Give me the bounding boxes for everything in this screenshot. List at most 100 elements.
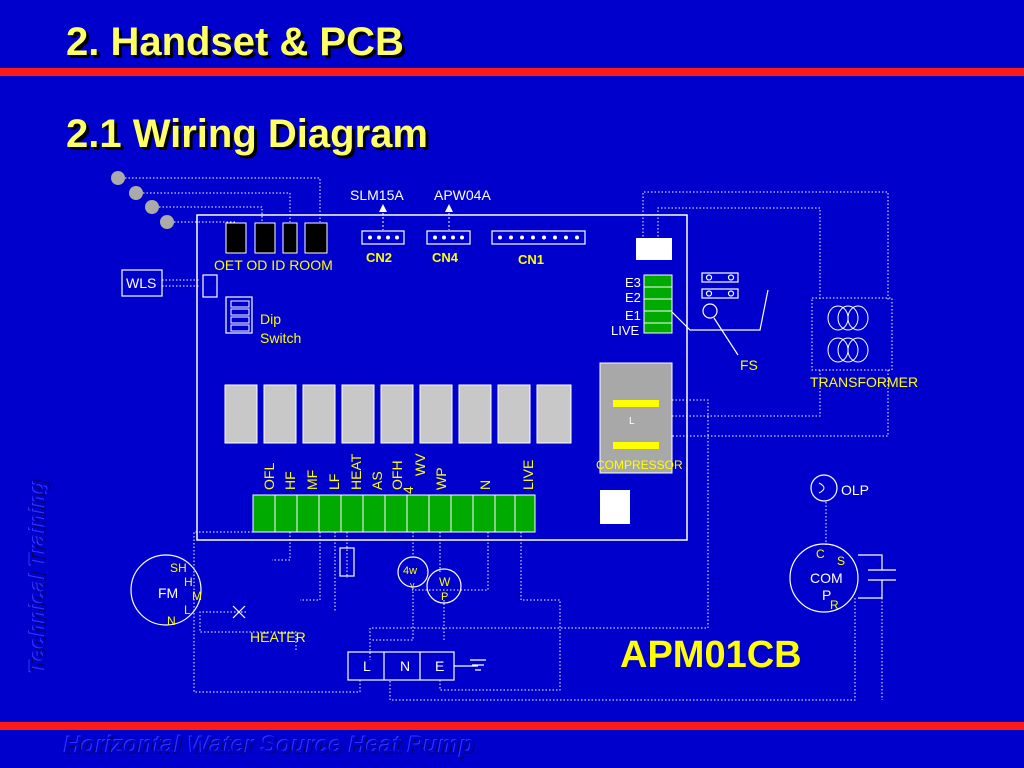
slm15a-label: SLM15A [350, 187, 404, 203]
terminal-e-label: E [435, 658, 444, 674]
cn4-label: CN4 [432, 250, 459, 265]
olp-icon [810, 474, 838, 502]
e1-label: E1 [625, 308, 641, 323]
connector-cn4 [426, 230, 471, 245]
connector-oet [225, 222, 247, 254]
pcb-board [196, 214, 688, 541]
compressor-label: COMPRESSOR [596, 458, 683, 472]
relay-bank [224, 384, 572, 444]
terminal-label: N [477, 480, 493, 490]
relay-contact-top [613, 400, 659, 407]
wls-wire [162, 279, 200, 287]
dip-label-1: Dip [260, 311, 281, 327]
terminal-label: MF [304, 470, 320, 490]
earth-terminal-block [643, 274, 673, 334]
terminal-label: HF [282, 471, 298, 490]
terminal-label: LF [326, 474, 342, 490]
sensor-wire-room [118, 177, 321, 222]
terminal-n-label: N [400, 658, 410, 674]
wire-compressor-loop [369, 399, 709, 660]
terminal-label: AS [369, 471, 385, 490]
fm-l-label: L [184, 603, 191, 617]
wire-heater [199, 611, 297, 650]
com-s-label: S [837, 554, 845, 568]
sensor-wire-id [136, 192, 291, 222]
wire-mf [300, 532, 321, 601]
connector-id [282, 222, 298, 254]
sensor-dot-oet [160, 215, 174, 229]
compressor-relay [599, 362, 673, 474]
cn1-label: CN1 [518, 252, 544, 267]
transformer-label: TRANSFORMER [810, 374, 918, 390]
wire-live [439, 532, 561, 691]
sensor-dot-room [111, 171, 125, 185]
heater-label: HEATER [250, 629, 306, 645]
com-c-label: C [816, 547, 825, 561]
connector-room [304, 222, 328, 254]
dip-switch [225, 296, 253, 334]
output-terminal-strip [252, 494, 536, 533]
wire-com-return [389, 598, 856, 701]
4wv-v-label: v [410, 580, 415, 590]
com-p-label: P [822, 587, 831, 603]
relay-l-label: L [629, 416, 635, 427]
sensor-wire-od [152, 206, 263, 222]
4wv-label: 4w [403, 565, 417, 577]
top-divider [0, 68, 1024, 76]
wire-n [412, 532, 489, 591]
arrow-icon [379, 204, 453, 212]
page-title: 2. Handset & PCB [66, 20, 404, 64]
connector-od [254, 222, 276, 254]
fm-label: FM [158, 585, 178, 601]
model-label: APM01CB [620, 634, 802, 676]
dip-label-2: Switch [260, 330, 301, 346]
terminal-label: WP [433, 467, 449, 490]
live-label: LIVE [611, 323, 640, 338]
com-label: COM [810, 570, 843, 586]
transformer-icon [811, 297, 893, 371]
connector-cn2 [361, 230, 405, 245]
section-title: 2.1 Wiring Diagram [66, 112, 428, 156]
ground-icon [454, 659, 486, 671]
wp-w-label: W [439, 575, 451, 589]
wire-transformer-top [642, 191, 889, 300]
apw04a-label: APW04A [434, 187, 491, 203]
e3-label: E3 [625, 275, 641, 290]
capacitor-icon [858, 554, 896, 599]
compressor-motor [789, 543, 859, 613]
wls-box [121, 269, 163, 297]
fan-motor [130, 554, 202, 626]
fm-n-label: N [167, 614, 176, 628]
wire-transformer-out [672, 370, 889, 437]
four-way-valve [397, 556, 429, 588]
relay-contact-bottom [613, 442, 659, 449]
compressor-terminal [600, 490, 630, 524]
sensor-dot-od [145, 200, 159, 214]
heater-fuse [339, 547, 355, 577]
bottom-divider [0, 722, 1024, 730]
sensor-dot-id [129, 186, 143, 200]
olp-label: OLP [841, 482, 869, 498]
water-pump [426, 568, 462, 604]
terminal-label: OFH [389, 460, 405, 490]
wire-ofl [193, 531, 361, 693]
fuse-switch [671, 272, 769, 356]
disconnect-x-icon [232, 605, 246, 619]
terminal-label: 4 [400, 486, 416, 494]
footer-watermark: Horizontal Water Source Heat Pump [64, 732, 475, 759]
fm-h-label: H [184, 575, 193, 589]
wls-label: WLS [126, 275, 156, 291]
terminal-label: LIVE [520, 460, 536, 490]
fm-sh-label: SH [170, 561, 187, 575]
cn2-label: CN2 [366, 250, 392, 265]
sensor-connector-labels: OET OD ID ROOM [214, 257, 333, 273]
wls-connector [202, 274, 218, 298]
wire-hf [272, 532, 291, 561]
com-r-label: R [830, 598, 839, 612]
fs-label: FS [740, 357, 758, 373]
wire-4wv-out [372, 588, 414, 641]
wire-transformer-inner [657, 207, 821, 300]
e2-label: E2 [625, 290, 641, 305]
wp-p-label: P [441, 591, 448, 603]
